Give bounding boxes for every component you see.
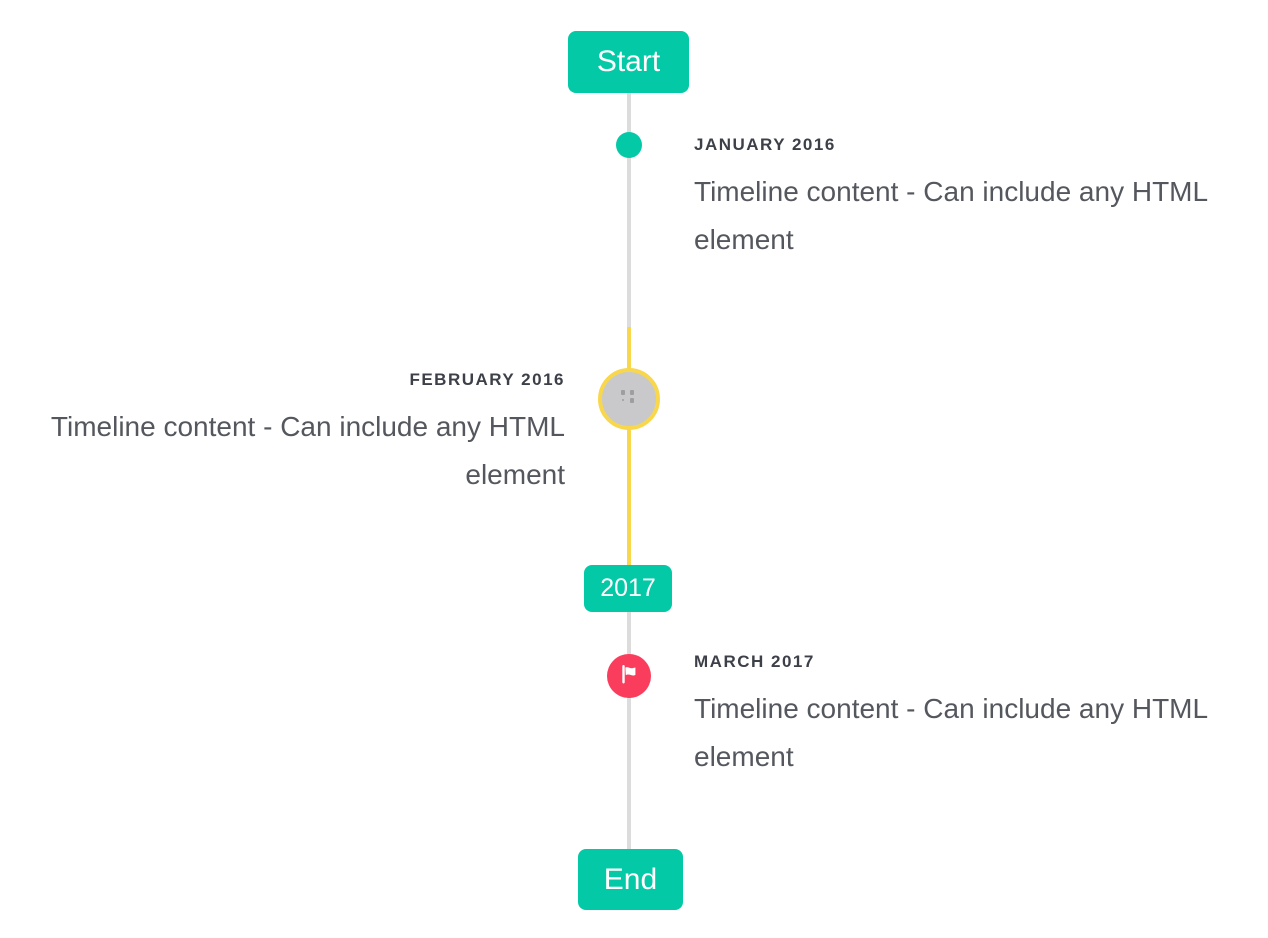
timeline-line-segment-top [627, 93, 631, 327]
start-badge[interactable]: Start [568, 31, 689, 93]
timeline-event: MARCH 2017 Timeline content - Can includ… [694, 649, 1234, 781]
event-content: Timeline content - Can include any HTML … [694, 176, 1208, 255]
timeline-line-segment-bottom [627, 612, 631, 849]
flag-icon [618, 663, 640, 690]
event-content: Timeline content - Can include any HTML … [50, 411, 565, 490]
event-date-label: JANUARY 2016 [694, 135, 836, 154]
event-date-label: MARCH 2017 [694, 652, 815, 671]
event-marker-flag[interactable] [607, 654, 651, 698]
timeline-event: JANUARY 2016 Timeline content - Can incl… [694, 132, 1234, 264]
event-marker-dot[interactable] [616, 132, 642, 158]
event-content: Timeline content - Can include any HTML … [694, 693, 1208, 772]
broken-image-icon [619, 387, 639, 412]
end-badge[interactable]: End [578, 849, 683, 910]
timeline-line-segment-highlighted [627, 327, 631, 565]
year-badge[interactable]: 2017 [584, 565, 672, 612]
event-date-label: FEBRUARY 2016 [409, 370, 565, 389]
event-marker-image-placeholder[interactable] [598, 368, 660, 430]
timeline-event: FEBRUARY 2016 Timeline content - Can inc… [25, 367, 565, 499]
